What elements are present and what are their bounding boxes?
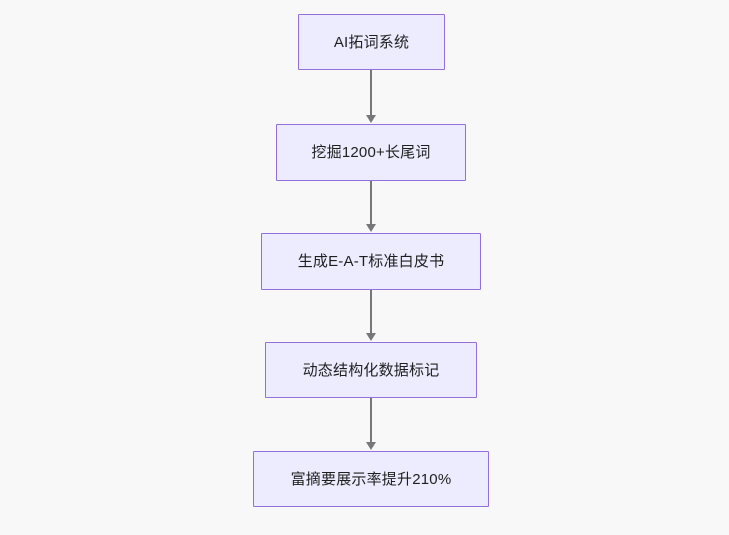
flow-node-dynamic-structured-data-markup[interactable]: 动态结构化数据标记: [265, 342, 477, 398]
arrowhead-icon: [366, 333, 376, 341]
flow-node-label: 富摘要展示率提升210%: [290, 470, 452, 488]
edge-line: [369, 290, 373, 334]
edge-line: [369, 398, 373, 443]
edge-line: [369, 181, 373, 225]
flow-node-ai-keyword-system[interactable]: AI拓词系统: [298, 14, 445, 70]
flow-node-label: 生成E-A-T标准白皮书: [297, 253, 445, 270]
flow-node-mine-longtail-keywords[interactable]: 挖掘1200+长尾词: [276, 124, 466, 181]
edge-line: [369, 70, 373, 116]
arrowhead-icon: [366, 115, 376, 123]
flow-node-label: 挖掘1200+长尾词: [311, 144, 431, 161]
flow-node-label: AI拓词系统: [333, 33, 410, 51]
arrowhead-icon: [366, 224, 376, 232]
flow-node-label: 动态结构化数据标记: [302, 361, 440, 379]
flow-node-generate-eat-whitepaper[interactable]: 生成E-A-T标准白皮书: [261, 233, 481, 290]
flow-node-rich-snippet-impression-lift[interactable]: 富摘要展示率提升210%: [253, 451, 489, 507]
arrowhead-icon: [366, 442, 376, 450]
